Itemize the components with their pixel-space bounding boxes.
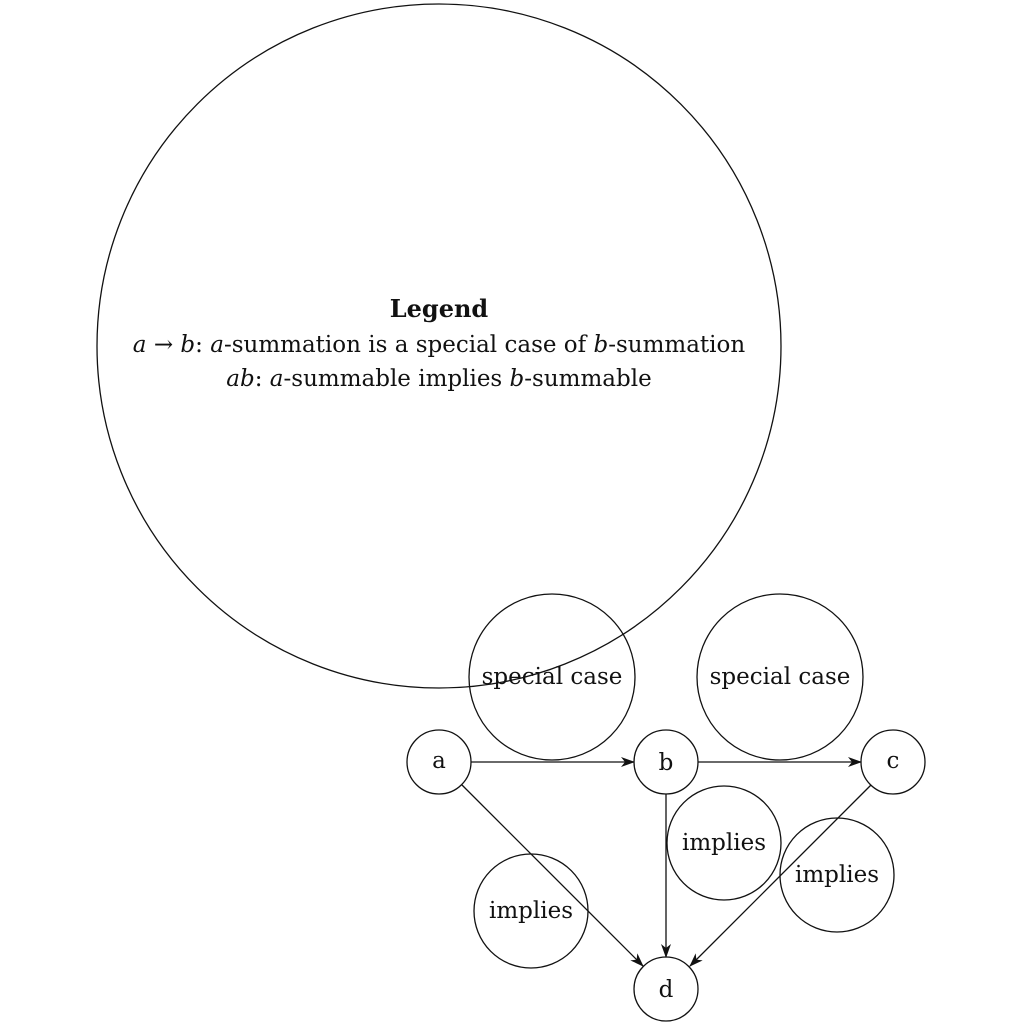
legend-line-special-case: a → b: a-summation is a special case of …: [133, 332, 746, 358]
legend-line1-arrow: →: [147, 332, 181, 358]
edge-label-implies-cd: implies: [779, 817, 895, 933]
edge-c-to-d: [689, 784, 872, 967]
legend-title: Legend: [390, 294, 489, 323]
edge-label-special-case-bc: special case: [696, 593, 864, 761]
legend-line1-a2: a: [210, 332, 224, 358]
node-circle: [633, 956, 699, 1022]
nodes: a b c d: [406, 729, 926, 1022]
legend-line1-b: b: [180, 332, 195, 358]
legend-line1-b2: b: [593, 332, 608, 358]
edge-label-text: implies: [682, 830, 766, 856]
edge-a-to-d: [461, 784, 644, 967]
node-a: a: [406, 729, 472, 795]
node-c: c: [860, 729, 926, 795]
node-circle: [860, 729, 926, 795]
legend-line2-a: a: [270, 366, 284, 392]
legend-line1-colon: :: [195, 332, 203, 358]
legend-line2-mid: -summable implies: [284, 366, 510, 392]
edge-label-circle: [468, 593, 636, 761]
node-circle: [406, 729, 472, 795]
edge-label-implies-ad: implies: [473, 853, 589, 969]
edge-label-implies-bd: implies: [666, 785, 782, 901]
node-label: a: [432, 748, 446, 774]
edge-label-text: implies: [489, 898, 573, 924]
node-circle: [633, 729, 699, 795]
legend-line1-end: -summation: [608, 332, 745, 358]
edge-labels: special case special case implies implie…: [468, 593, 895, 969]
edge-label-circle: [696, 593, 864, 761]
edge-label-circle: [666, 785, 782, 901]
legend-circle: [96, 3, 782, 689]
edge-label-text: special case: [710, 664, 851, 690]
edge-label-text: implies: [795, 862, 879, 888]
edges: [461, 757, 872, 967]
legend-line1-mid: -summation is a special case of: [224, 332, 594, 358]
node-d: d: [633, 956, 699, 1022]
node-b: b: [633, 729, 699, 795]
legend-line2-colon: :: [255, 366, 263, 392]
edge-label-circle: [779, 817, 895, 933]
legend-line2-end: -summable: [524, 366, 651, 392]
legend-line2-ab: ab: [226, 366, 254, 392]
legend-line-implies: ab: a-summable implies b-summable: [226, 366, 651, 392]
node-label: c: [887, 748, 900, 774]
legend: Legend a → b: a-summation is a special c…: [96, 3, 782, 689]
legend-line1-a: a: [133, 332, 147, 358]
node-label: b: [659, 750, 674, 776]
edge-label-special-case-ab: special case: [468, 593, 636, 761]
node-label: d: [659, 977, 674, 1003]
edge-label-text: special case: [482, 664, 623, 690]
legend-line2-b: b: [510, 366, 525, 392]
